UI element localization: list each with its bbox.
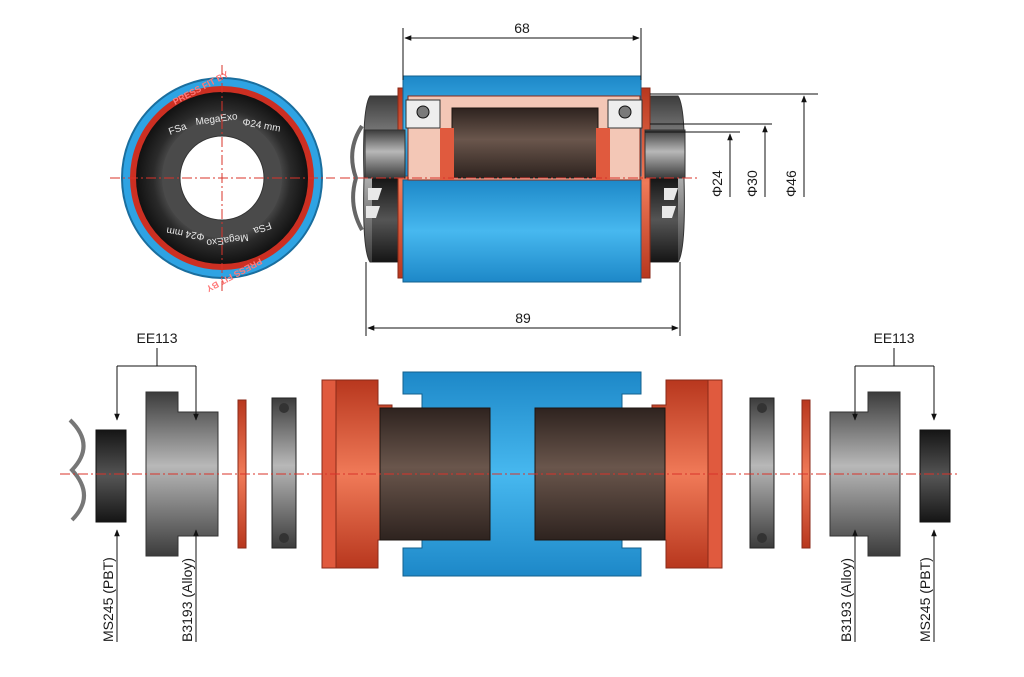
left-seal-label: MS245 (PBT) [100, 557, 116, 642]
ee113-left-label: EE113 [137, 330, 178, 346]
diameter-callouts: Φ24 Φ30 Φ46 [645, 93, 818, 197]
right-cup-label: B3193 (Alloy) [838, 558, 854, 642]
exploded-view [60, 371, 960, 577]
diameter-46-label: Φ46 [783, 170, 799, 197]
part-labels: MS245 (PBT) B3193 (Alloy) B3193 (Alloy) … [100, 529, 937, 642]
assembled-view [340, 75, 700, 283]
ee113-right-callout: EE113 [852, 330, 937, 421]
left-cup-label: B3193 (Alloy) [179, 558, 195, 642]
dimension-68: 68 [402, 20, 642, 80]
diameter-24-label: Φ24 [709, 170, 725, 197]
right-seal-label: MS245 (PBT) [917, 557, 933, 642]
end-view-ring: PRESS FIT BY PRESS FIT BY FSa MegaExo Φ2… [110, 65, 335, 294]
diameter-30-label: Φ30 [744, 170, 760, 197]
dimension-89: 89 [365, 262, 681, 336]
ee113-left-callout: EE113 [114, 330, 199, 421]
dimension-68-label: 68 [514, 20, 530, 36]
dimension-89-label: 89 [515, 310, 531, 326]
ee113-right-label: EE113 [874, 330, 915, 346]
